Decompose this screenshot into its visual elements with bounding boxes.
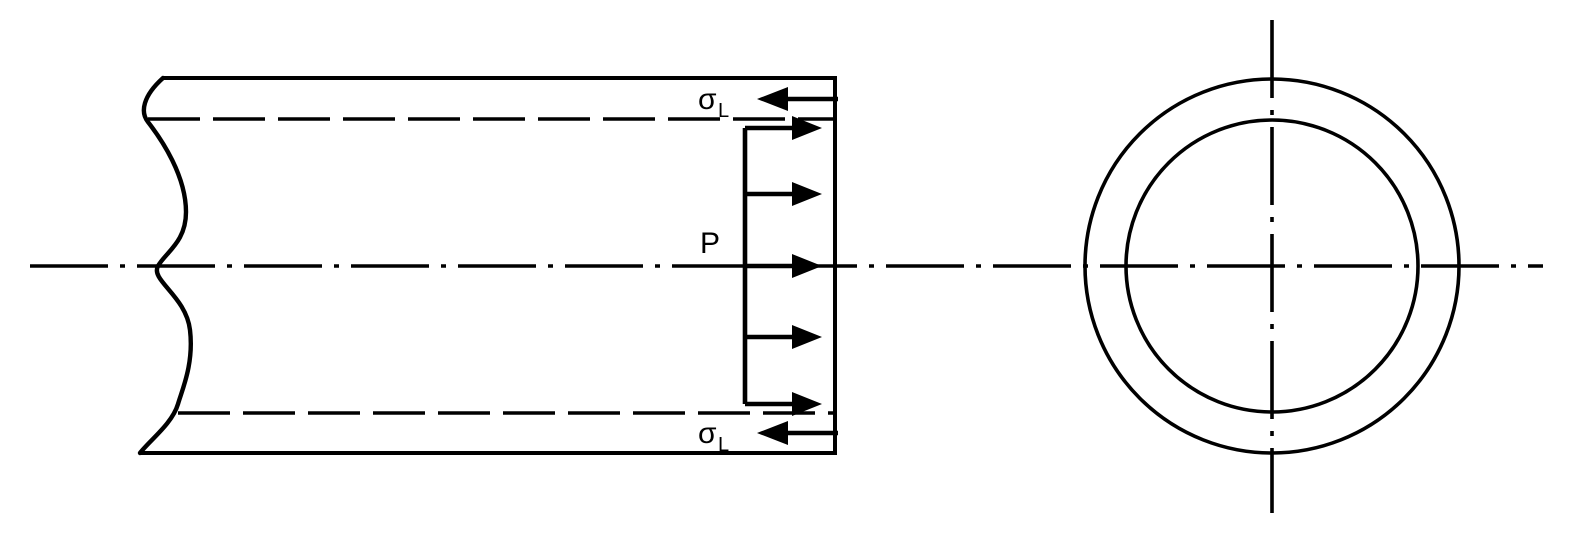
outer-circle [1083, 77, 1461, 455]
sigma-symbol-top: σ [698, 83, 717, 116]
stress-arrow-bottom [757, 421, 838, 445]
pressure-arrow [745, 392, 822, 416]
sigma-subscript-top: L [718, 100, 729, 122]
label-sigma-l-bottom: σ L [698, 417, 729, 456]
circular-cross-section-view [1083, 77, 1461, 455]
label-sigma-l-top: σ L [698, 83, 729, 122]
pressure-arrow [745, 116, 822, 140]
pressure-symbol: P [700, 227, 720, 260]
label-pressure: P [700, 227, 720, 260]
stress-arrow-top [757, 87, 838, 111]
longitudinal-stress-arrow-group [757, 87, 838, 445]
pressure-arrow-group [742, 116, 822, 416]
inner-circle [1124, 118, 1420, 414]
pressure-arrow [745, 182, 822, 206]
pressure-arrow [745, 254, 822, 278]
pressure-arrow [745, 325, 822, 349]
sigma-symbol-bottom: σ [698, 417, 717, 450]
labels-group: σ L σ L P [698, 83, 729, 456]
sigma-subscript-bottom: L [718, 434, 729, 456]
